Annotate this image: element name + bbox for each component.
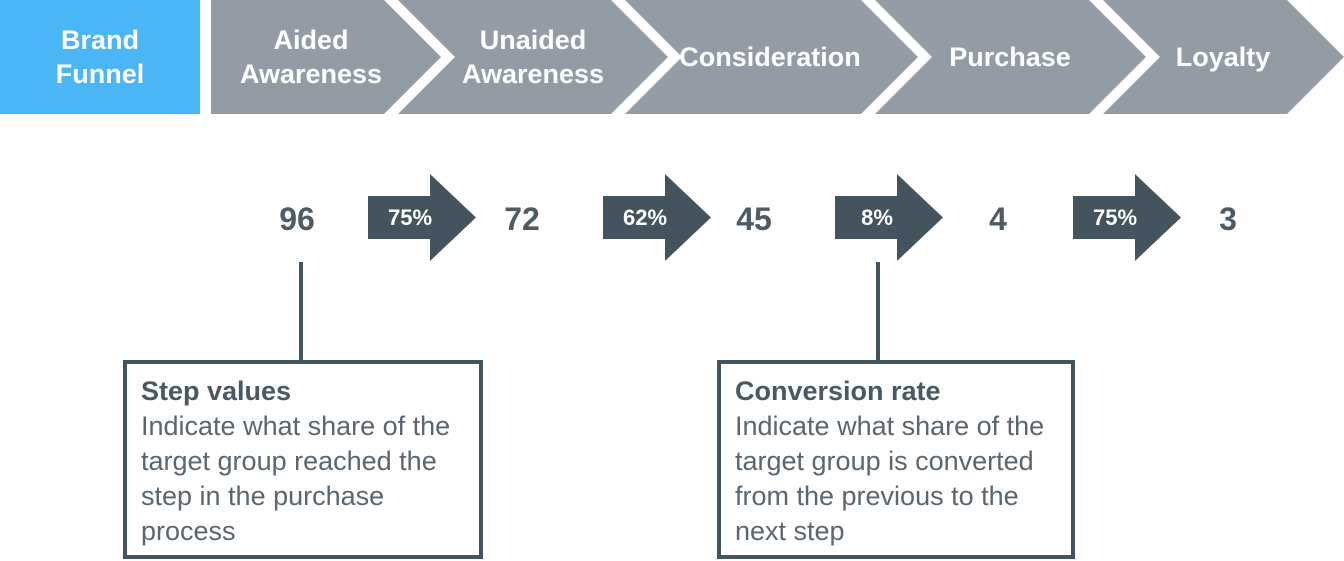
step-value-consideration: 45 — [736, 200, 772, 237]
conversion-arrow-4: 75% — [1073, 174, 1181, 261]
step-label-aided-awareness: Aided Awareness — [239, 25, 383, 89]
step-label-unaided-awareness: Unaided Awareness — [461, 25, 605, 89]
conversion-rate-label: 62% — [622, 204, 668, 230]
chevron-purchase — [875, 0, 1146, 114]
conversion-rate-label: 8% — [861, 204, 893, 230]
conversion-arrow-1: 75% — [368, 174, 476, 261]
chevron-loyalty — [1103, 0, 1344, 114]
note-conversion-rate: Conversion rate Indicate what share of t… — [717, 360, 1075, 559]
step-value-unaided-awareness: 72 — [504, 200, 540, 237]
arrow-right-icon — [603, 174, 711, 261]
arrow-right-icon — [1073, 174, 1181, 261]
step-value-purchase: 4 — [989, 200, 1007, 237]
arrow-right-icon — [368, 174, 476, 261]
note-title: Conversion rate — [735, 376, 941, 406]
conversion-rate-label: 75% — [1092, 204, 1138, 230]
brand-funnel-label: Brand Funnel — [0, 0, 200, 114]
step-label-consideration: Consideration — [679, 42, 861, 72]
note-title: Step values — [141, 376, 292, 406]
conversion-arrow-3: 8% — [835, 174, 943, 261]
step-value-aided-awareness: 96 — [279, 200, 315, 237]
note-text: Indicate what share of the target group … — [735, 411, 1045, 546]
step-value-loyalty: 3 — [1219, 200, 1237, 237]
chevron-consideration — [625, 0, 918, 114]
conversion-rate-label: 75% — [387, 204, 433, 230]
connector-line-conversion-rate — [876, 262, 880, 362]
note-step-values: Step values Indicate what share of the t… — [123, 360, 483, 559]
step-label-purchase: Purchase — [949, 42, 1071, 72]
chevron-unaided-awareness — [398, 0, 668, 114]
conversion-arrow-2: 62% — [603, 174, 711, 261]
connector-line-step-values — [299, 262, 303, 362]
step-label-loyalty: Loyalty — [1175, 42, 1271, 72]
chevron-aided-awareness — [211, 0, 441, 114]
arrow-right-icon — [835, 174, 943, 261]
note-text: Indicate what share of the target group … — [141, 411, 451, 546]
funnel-chevrons — [211, 0, 1344, 114]
